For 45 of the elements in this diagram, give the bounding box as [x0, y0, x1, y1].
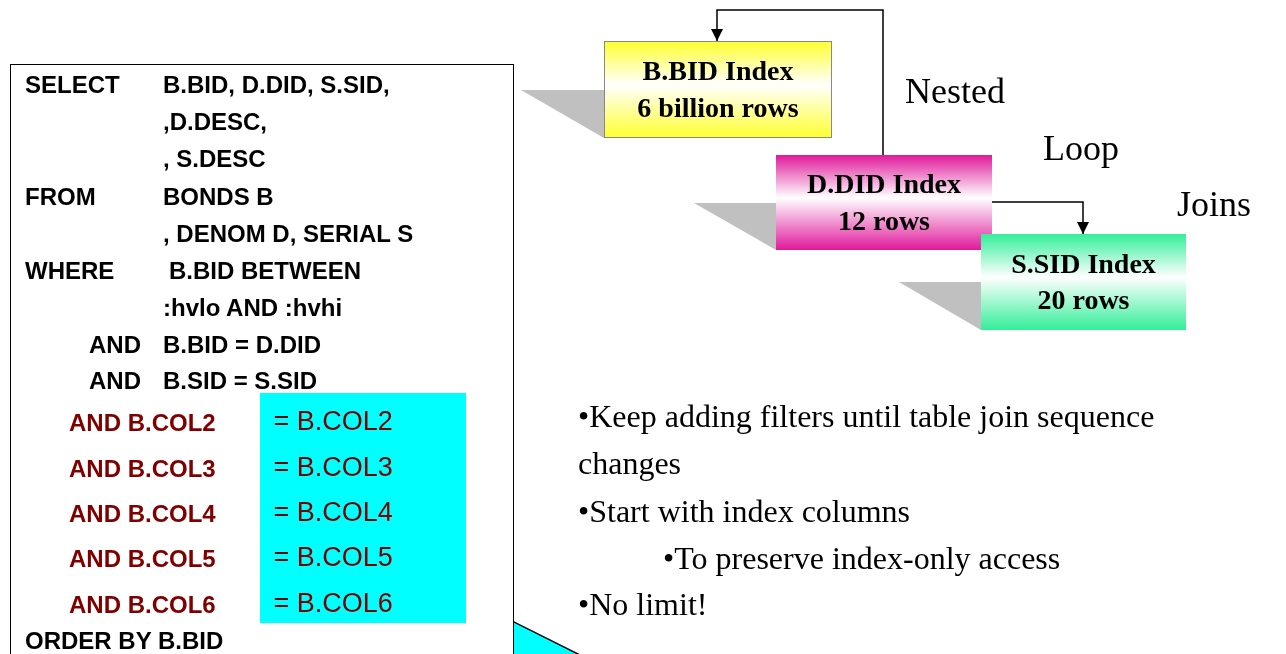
code-line: AND B.COL6: [69, 591, 216, 619]
code-line: AND: [89, 331, 141, 359]
code-line: B.SID = S.SID: [163, 367, 318, 395]
code-line: = B.COL3: [273, 451, 393, 483]
code-line: , S.DESC: [163, 145, 266, 173]
code-line: , DENOM D, SERIAL S: [163, 220, 414, 248]
index-box: [776, 155, 992, 250]
code-line: :hvlo AND :hvhi: [163, 294, 343, 322]
code-line: SELECT: [25, 71, 120, 99]
row-count: 6 billion rows: [636, 90, 800, 125]
code-line: AND B.COL3: [69, 455, 216, 483]
index-name: D.DID Index: [806, 167, 962, 202]
code-line: B.BID, D.DID, S.SID,: [163, 71, 390, 99]
arrow: [991, 201, 1089, 235]
bullet-text: •To preserve index-only access: [663, 539, 1062, 578]
code-line: AND B.COL5: [69, 545, 216, 573]
code-line: B.BID BETWEEN: [169, 257, 361, 285]
title-word: Joins: [1177, 183, 1252, 225]
index-box: [981, 234, 1186, 330]
code-line: AND B.COL4: [69, 500, 216, 528]
code-line: BONDS B: [163, 183, 274, 211]
index-box: [604, 41, 832, 138]
title-word: Loop: [1043, 127, 1119, 169]
code-line: = B.COL2: [273, 405, 393, 437]
code-panel: [10, 64, 514, 654]
title-word: Nested: [905, 70, 1005, 112]
row-count: 20 rows: [1036, 283, 1131, 317]
code-line: AND: [89, 367, 141, 395]
code-line: ,D.DESC,: [163, 108, 267, 136]
code-line: = B.COL5: [273, 541, 393, 573]
bullet-text: •No limit!: [578, 585, 709, 624]
code-line: WHERE: [25, 257, 115, 285]
row-count: 12 rows: [836, 203, 931, 238]
index-name: B.BID Index: [641, 54, 795, 89]
code-line: ORDER BY B.BID: [25, 627, 224, 654]
code-line: B.BID = D.DID: [163, 331, 321, 359]
code-line: = B.COL6: [273, 587, 393, 619]
code-line: FROM: [25, 183, 96, 211]
bullet-text: •Start with index columns: [578, 492, 912, 531]
arrow: [711, 9, 884, 156]
code-line: AND B.COL2: [69, 409, 216, 437]
code-line: = B.COL4: [273, 496, 393, 528]
highlight-box: [259, 392, 466, 623]
index-name: S.SID Index: [1010, 246, 1157, 281]
bullet-text: •Keep adding filters until table join sequence changes: [578, 397, 1156, 483]
